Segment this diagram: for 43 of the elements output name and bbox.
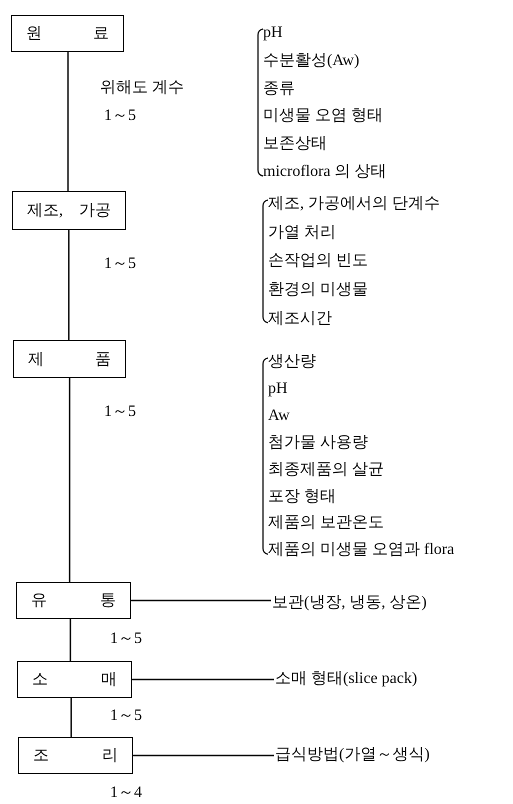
factor-text: 급식방법(가열～생식)	[275, 747, 430, 763]
connector-line	[68, 230, 70, 340]
connector-line	[68, 378, 70, 582]
factor-text: pH	[263, 25, 283, 41]
edge-label: 1～5	[110, 631, 142, 647]
factor-text: 제조시간	[268, 310, 332, 327]
connector-line	[67, 52, 69, 191]
factor-text: 손작업의 빈도	[268, 253, 368, 270]
factor-text: 포장 형태	[268, 488, 336, 504]
connector-line	[70, 619, 72, 661]
stage-box: 제조, 가공	[12, 191, 126, 230]
factor-text: 제품의 미생물 오염과 flora	[268, 542, 454, 558]
connector-line	[131, 600, 271, 602]
connector-line	[133, 754, 274, 756]
factor-text: 최종제품의 살균	[268, 462, 384, 478]
stage-box: 유 통	[16, 582, 131, 619]
factor-text: 보존상태	[263, 136, 327, 152]
factor-text: 수분활성(Aw)	[263, 52, 360, 69]
factor-text: Aw	[268, 408, 290, 424]
score-range: 1～4	[110, 785, 142, 801]
edge-label: 1～5	[104, 404, 136, 420]
factor-text: 제조, 가공에서의 단계수	[268, 196, 440, 212]
factor-text: 제품의 보관온도	[268, 515, 384, 532]
factor-text: 가열 처리	[268, 224, 336, 241]
factor-text: 종류	[263, 80, 295, 97]
factor-text: 보관(냉장, 냉동, 상온)	[272, 595, 427, 611]
factor-text: microflora 의 상태	[263, 164, 387, 180]
factor-text: 소매 형태(slice pack)	[275, 671, 418, 687]
axis-note: 위해도 계수	[100, 80, 184, 96]
factor-text: 첨가물 사용량	[268, 434, 368, 451]
factor-text: pH	[268, 380, 288, 397]
edge-label: 1～5	[104, 256, 136, 272]
edge-label: 1～5	[110, 708, 142, 724]
factor-text: 생산량	[268, 354, 316, 370]
factor-text: 미생물 오염 형태	[263, 108, 383, 124]
stage-box: 원 료	[11, 15, 124, 52]
stage-box: 소 매	[17, 661, 132, 698]
stage-box: 제 품	[13, 340, 126, 378]
factor-text: 환경의 미생물	[268, 282, 368, 298]
connector-line	[132, 678, 274, 680]
edge-label: 1～5	[104, 108, 136, 124]
connector-line	[70, 698, 72, 737]
stage-box: 조 리	[18, 737, 133, 774]
